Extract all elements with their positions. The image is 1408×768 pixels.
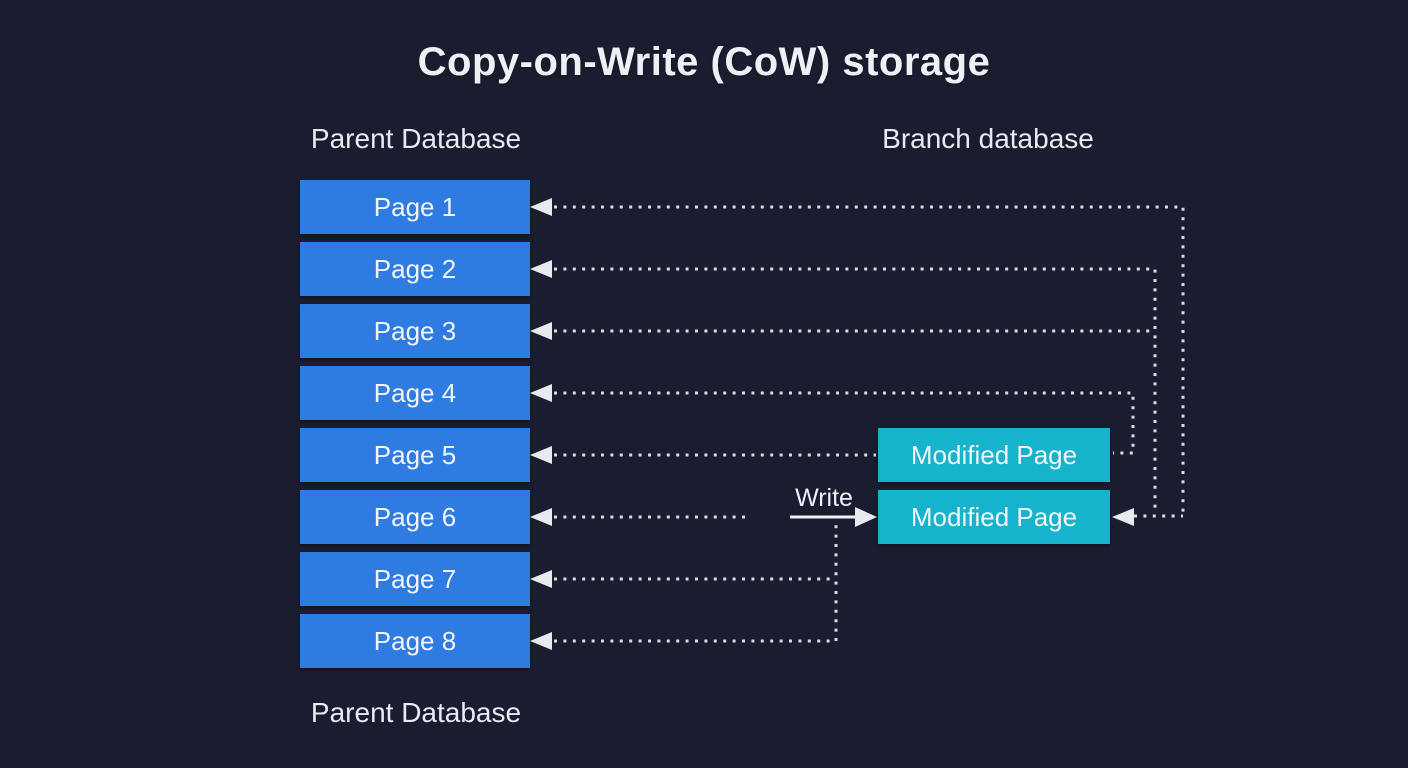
- page-box-3: Page 3: [300, 304, 530, 358]
- parent-database-label-top: Parent Database: [310, 123, 522, 154]
- arrowhead-page8-icon: [530, 632, 552, 650]
- connector-page4: [554, 391, 1135, 455]
- arrowhead-page4-icon: [530, 384, 552, 402]
- branch-database-label: Branch database: [882, 123, 1094, 154]
- page-box-7: Page 7: [300, 552, 530, 606]
- arrowhead-page1-icon: [530, 198, 552, 216]
- write-label: Write: [795, 484, 853, 512]
- page-box-5: Page 5: [300, 428, 530, 482]
- connector-page8: [554, 523, 838, 643]
- parent-database-label-bottom: Parent Database: [310, 697, 522, 728]
- write-arrowhead-icon: [855, 507, 877, 527]
- modified-page-box-2: Modified Page: [878, 490, 1110, 544]
- page-box-1: Page 1: [300, 180, 530, 234]
- modified-page-box-1: Modified Page: [878, 428, 1110, 482]
- page-box-8: Page 8: [300, 614, 530, 668]
- page-box-2: Page 2: [300, 242, 530, 296]
- connector-page2: [554, 267, 1157, 512]
- connector-page1: [554, 205, 1185, 514]
- diagram-title: Copy-on-Write (CoW) storage: [417, 40, 991, 84]
- arrowhead-page2-icon: [530, 260, 552, 278]
- arrowhead-page5-icon: [530, 446, 552, 464]
- page-box-4: Page 4: [300, 366, 530, 420]
- arrowhead-page6-icon: [530, 508, 552, 526]
- page-box-6: Page 6: [300, 490, 530, 544]
- arrowhead-page7-icon: [530, 570, 552, 588]
- arrowhead-page3-icon: [530, 322, 552, 340]
- arrowhead-modified2-icon: [1112, 508, 1134, 526]
